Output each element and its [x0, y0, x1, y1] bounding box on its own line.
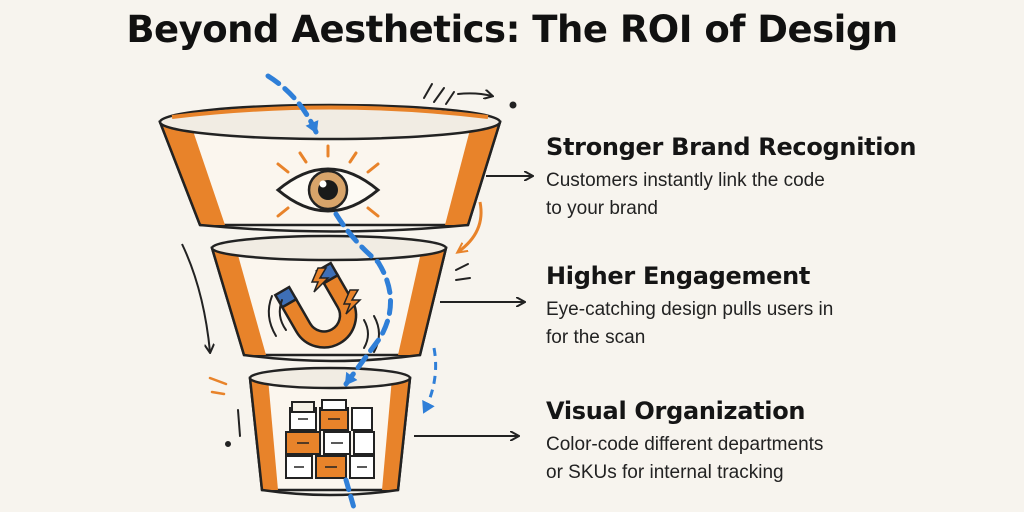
page-title: Beyond Aesthetics: The ROI of Design	[126, 8, 898, 51]
benefit-description: Customers instantly link the code to you…	[546, 167, 986, 223]
lightning-icon	[310, 267, 362, 315]
benefit-title: Visual Organization	[546, 397, 806, 425]
benefit-title: Stronger Brand Recognition	[546, 133, 917, 161]
file-boxes-icon	[285, 399, 375, 479]
side-flow-arrow-left	[181, 243, 210, 352]
benefit-desc-line: Customers instantly link the code	[546, 170, 825, 191]
magnet-waves	[267, 295, 380, 353]
benefit-desc-line: or SKUs for internal tracking	[546, 462, 784, 483]
benefit-higher-engagement: Higher Engagement Eye-catching design pu…	[546, 262, 986, 352]
benefit-desc-line: Color-code different departments	[546, 434, 824, 455]
flow-arrow-top	[265, 73, 319, 135]
benefit-title: Higher Engagement	[546, 262, 811, 290]
benefit-desc-line: Eye-catching design pulls users in	[546, 299, 834, 320]
side-flow-arrow-right	[422, 347, 438, 414]
flow-arrow-bottom	[343, 477, 357, 511]
benefit-desc-line: to your brand	[546, 198, 658, 219]
side-flow-arrow-orange	[458, 201, 483, 252]
benefit-visual-organization: Visual Organization Color-code different…	[546, 397, 986, 487]
sketch-accents	[225, 83, 517, 447]
orange-sparks	[208, 376, 228, 396]
eye-icon	[275, 144, 381, 218]
benefit-description: Color-code different departments or SKUs…	[546, 431, 986, 487]
benefit-description: Eye-catching design pulls users in for t…	[546, 296, 986, 352]
benefit-desc-line: for the scan	[546, 327, 646, 348]
benefit-brand-recognition: Stronger Brand Recognition Customers ins…	[546, 133, 986, 223]
flow-path	[333, 211, 393, 387]
